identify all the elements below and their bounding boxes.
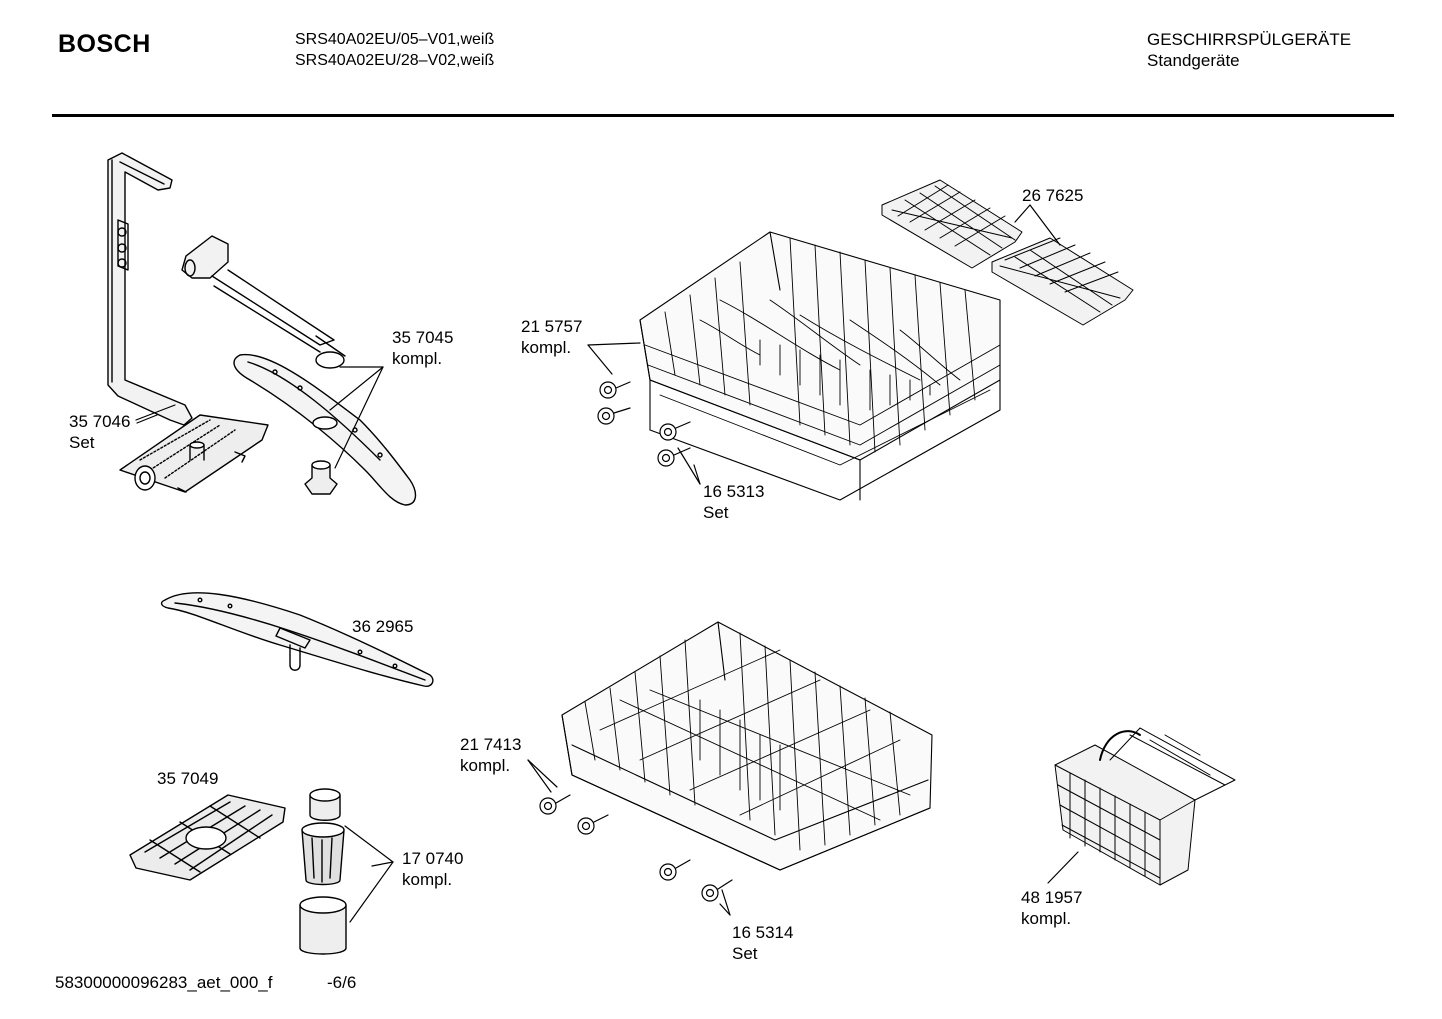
leader-lines [135, 204, 1079, 923]
part-number: 16 5314 [732, 923, 794, 942]
part-label-357046: 35 7046 Set [69, 411, 130, 453]
document-id: 58300000096283_aet_000_f [55, 973, 273, 992]
part-number: 48 1957 [1021, 888, 1083, 907]
part-number: 17 0740 [402, 849, 464, 868]
cutlery-basket-drawing [1054, 727, 1236, 886]
category-title: GESCHIRRSPÜLGERÄTE [1147, 30, 1352, 49]
part-number: 16 5313 [703, 482, 765, 501]
part-label-481957: 48 1957 kompl. [1021, 887, 1082, 929]
part-note: Set [732, 944, 758, 963]
part-number: 35 7046 [69, 412, 131, 431]
model-line-2: SRS40A02EU/28–V02,weiß [295, 52, 495, 69]
upper-basket-drawing [597, 231, 1001, 501]
lower-spray-arm-drawing [160, 592, 434, 688]
cup-rack-drawing [881, 179, 1134, 326]
spray-arm-assembly-drawing [181, 235, 417, 506]
part-label-170740: 17 0740 kompl. [402, 848, 463, 890]
part-number: 35 7049 [157, 769, 219, 788]
flat-filter-drawing [129, 794, 286, 881]
category-subtitle: Standgeräte [1147, 51, 1240, 70]
part-label-215757: 21 5757 kompl. [521, 316, 582, 358]
part-label-267625: 26 7625 [1022, 185, 1083, 206]
part-number: 36 2965 [352, 617, 414, 636]
part-number: 26 7625 [1022, 186, 1084, 205]
part-note: kompl. [392, 349, 443, 368]
feed-pipe-drawing [107, 152, 193, 426]
part-label-357045: 35 7045 kompl. [392, 327, 453, 369]
part-note: kompl. [521, 338, 572, 357]
header-divider [52, 114, 1394, 117]
page-number: -6/6 [327, 973, 357, 992]
part-note: kompl. [1021, 909, 1072, 928]
part-note: Set [69, 433, 95, 452]
part-label-165314: 16 5314 Set [732, 922, 793, 964]
part-number: 35 7045 [392, 328, 454, 347]
brand-logo: BOSCH [58, 30, 151, 58]
part-number: 21 5757 [521, 317, 583, 336]
part-label-165313: 16 5313 Set [703, 481, 764, 523]
filter-base-drawing [119, 414, 269, 493]
part-label-217413: 21 7413 kompl. [460, 734, 521, 776]
part-label-357049: 35 7049 [157, 768, 218, 789]
part-label-362965: 36 2965 [352, 616, 413, 637]
cylinder-filter-drawing [299, 788, 347, 955]
part-note: kompl. [402, 870, 453, 889]
model-line-1: SRS40A02EU/05–V01,weiß [295, 31, 495, 48]
part-note: Set [703, 503, 729, 522]
lower-basket-drawing [539, 621, 933, 902]
part-number: 21 7413 [460, 735, 522, 754]
part-note: kompl. [460, 756, 511, 775]
